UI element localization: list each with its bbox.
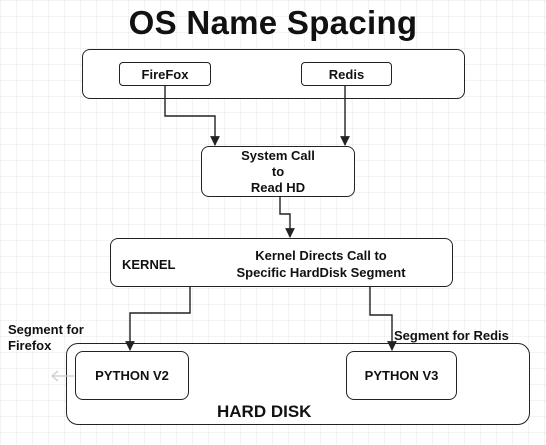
- kernel-node: [110, 238, 453, 287]
- faint-left-arrow: [51, 370, 74, 382]
- redis-node: Redis: [301, 62, 392, 86]
- system-call-line-3: Read HD: [250, 179, 306, 195]
- kernel-label: KERNEL: [122, 257, 176, 272]
- arrow-firefox-to-syscall: [164, 86, 220, 146]
- python-v3-segment: PYTHON V3: [346, 351, 457, 400]
- arrow-kernel-to-firefox-segment: [125, 287, 191, 351]
- arrow-syscall-to-kernel: [279, 197, 295, 238]
- hard-disk-label: HARD DISK: [217, 402, 312, 421]
- segment-firefox-line-1: Segment for: [8, 322, 84, 337]
- python-v2-segment: PYTHON V2: [75, 351, 189, 400]
- kernel-description-line-2: Specific HardDisk Segment: [236, 265, 406, 280]
- system-call-line-2: to: [271, 163, 285, 179]
- segment-firefox-line-2: Firefox: [8, 338, 52, 353]
- segment-firefox-label: Segment for Firefox: [8, 322, 84, 354]
- system-call-node: System Call to Read HD: [201, 146, 355, 197]
- kernel-description: Kernel Directs Call to Specific HardDisk…: [205, 247, 437, 281]
- arrow-kernel-to-redis-segment: [369, 287, 397, 351]
- kernel-description-line-1: Kernel Directs Call to: [255, 248, 387, 263]
- system-call-line-1: System Call: [241, 147, 315, 163]
- segment-redis-label: Segment for Redis: [394, 328, 509, 343]
- diagram-title: OS Name Spacing: [128, 4, 418, 41]
- firefox-node: FireFox: [119, 62, 211, 86]
